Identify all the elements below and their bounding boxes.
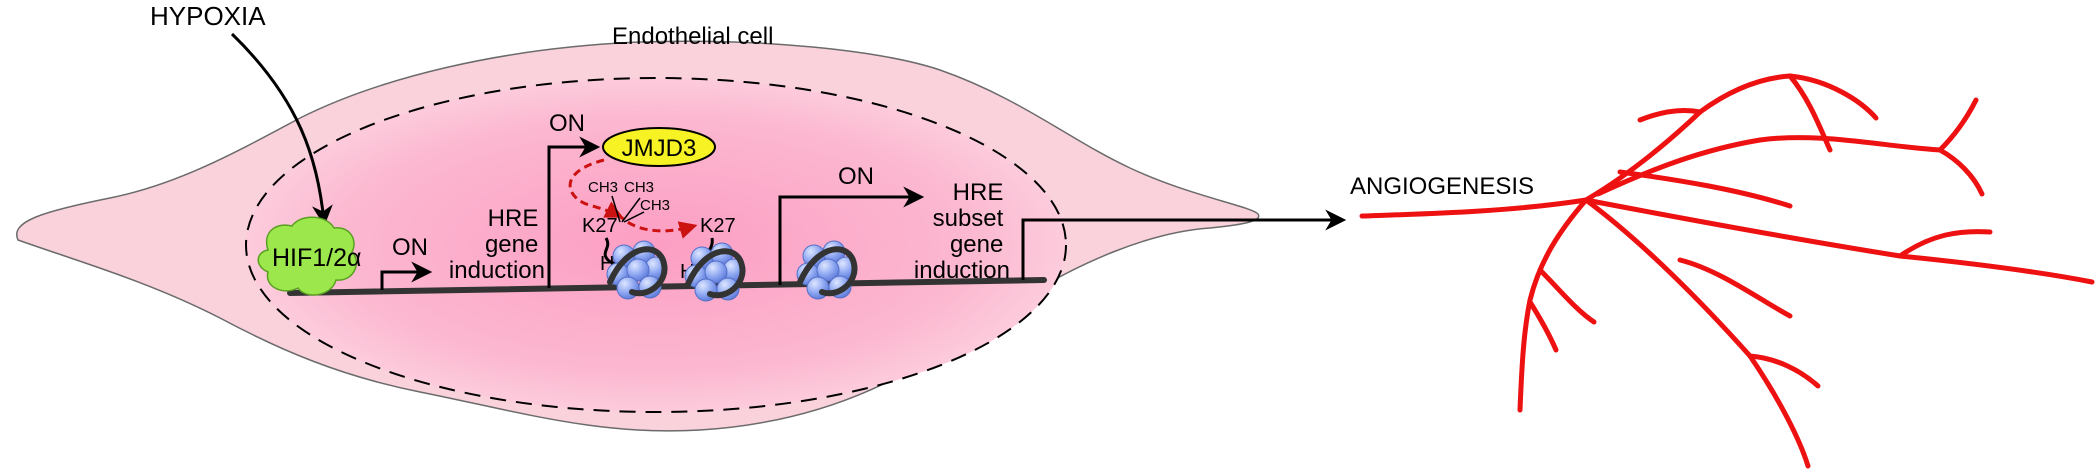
jmjd3-on-arrow	[547, 136, 601, 288]
nucleus	[245, 77, 1067, 413]
hif-complex	[257, 216, 357, 296]
hre-gene-induction-label: HRE gene induction	[449, 205, 545, 284]
jmjd3-label: JMJD3	[622, 135, 697, 162]
jmjd3-protein	[602, 127, 716, 167]
hypoxia-arrow	[230, 32, 333, 227]
methyl-bonds	[611, 195, 645, 223]
demethylation-arrow-1	[568, 158, 624, 218]
demethylation-arrow-2	[616, 212, 698, 239]
hif-on-arrow	[380, 261, 433, 290]
on-label-1: ON	[392, 234, 428, 261]
cell-label: Endothelial cell	[612, 23, 773, 50]
angiogenesis-arrow	[1021, 209, 1347, 280]
ch3-label-c: CH3	[640, 197, 670, 214]
on-label-3: ON	[838, 163, 874, 190]
hif-label: HIF1/2α	[272, 244, 361, 272]
hypoxia-label: HYPOXIA	[150, 1, 266, 31]
subset-on-arrow	[778, 186, 925, 285]
ch3-label-b: CH3	[624, 179, 654, 196]
ch3-label-a: CH3	[588, 179, 618, 196]
dna-strand	[287, 277, 1047, 296]
blood-vessel-branches-icon	[1359, 73, 2095, 469]
hre-subset-label: HRE subset gene induction	[914, 179, 1010, 284]
k27-label-right: K27	[700, 215, 736, 237]
k27-label-left: K27	[582, 215, 618, 237]
angiogenesis-label: ANGIOGENESIS	[1350, 173, 1534, 200]
on-label-2: ON	[549, 110, 585, 137]
